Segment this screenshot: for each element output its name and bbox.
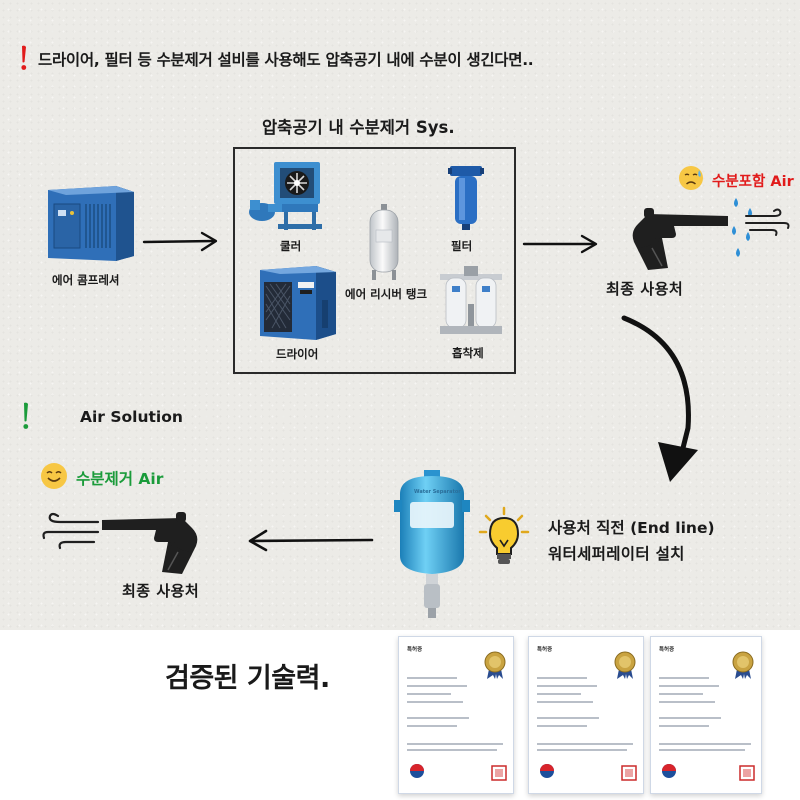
green-exclamation-icon bbox=[23, 402, 29, 429]
gold-seal-icon bbox=[732, 651, 754, 679]
wind-icon bbox=[42, 512, 100, 550]
cooler-label: 쿨러 bbox=[280, 239, 302, 253]
wet-air-badge: 수분포함 Air bbox=[712, 174, 794, 190]
gold-seal-icon bbox=[614, 651, 636, 679]
korea-emblem-icon bbox=[662, 764, 676, 778]
cert-heading: 특허증 bbox=[407, 647, 423, 653]
verified-technology-title: 검증된 기술력. bbox=[165, 663, 330, 694]
water-separator-label: Water Separator bbox=[414, 489, 461, 495]
curved-arrow-icon bbox=[621, 315, 698, 482]
red-stamp-icon bbox=[621, 765, 637, 781]
system-title: 압축공기 내 수분제거 Sys. bbox=[262, 118, 455, 137]
headline-text: 드라이어, 필터 등 수분제거 설비를 사용해도 압축공기 내에 수분이 생긴다… bbox=[38, 51, 534, 69]
dry-air-badge: 수분제거 Air bbox=[76, 470, 164, 488]
patent-certificate-1: 특허증 bbox=[398, 636, 514, 794]
spray-gun-icon bbox=[102, 512, 198, 574]
solution-line2: 워터세퍼레이터 설치 bbox=[548, 545, 685, 563]
dryer-image bbox=[260, 266, 336, 340]
cooler-image bbox=[249, 162, 322, 230]
arrow-left-icon bbox=[248, 529, 374, 552]
end-user-label-problem: 최종 사용처 bbox=[606, 280, 684, 298]
wind-icon bbox=[745, 208, 790, 236]
receiver-tank-image bbox=[369, 204, 399, 280]
water-drops-icon bbox=[732, 198, 752, 257]
water-separator-image bbox=[394, 470, 470, 618]
adsorber-image bbox=[440, 266, 502, 334]
light-bulb-icon bbox=[478, 506, 530, 564]
compressor-label: 에어 콤프레셔 bbox=[52, 273, 120, 287]
solution-line1: 사용처 직전 (End line) bbox=[548, 519, 715, 537]
end-user-label-solution: 최종 사용처 bbox=[122, 582, 200, 600]
cert-heading: 특허증 bbox=[537, 647, 553, 653]
air-compressor-image bbox=[48, 186, 134, 261]
filter-image bbox=[448, 166, 484, 230]
red-stamp-icon bbox=[491, 765, 507, 781]
solution-title: Air Solution bbox=[80, 408, 183, 426]
smiling-face-icon bbox=[41, 463, 67, 489]
filter-label: 필터 bbox=[451, 239, 473, 253]
spray-gun-icon bbox=[632, 208, 728, 270]
dryer-label: 드라이어 bbox=[276, 347, 319, 361]
gold-seal-icon bbox=[484, 651, 506, 679]
arrow-right-icon bbox=[142, 231, 218, 252]
patent-certificate-2: 특허증 bbox=[528, 636, 644, 794]
patent-certificate-3: 특허증 bbox=[650, 636, 762, 794]
arrow-right-icon bbox=[522, 234, 598, 254]
adsorber-label: 흡착제 bbox=[452, 346, 484, 360]
receiver-tank-label: 에어 리시버 탱크 bbox=[345, 287, 428, 301]
red-stamp-icon bbox=[739, 765, 755, 781]
korea-emblem-icon bbox=[540, 764, 554, 778]
red-exclamation-icon bbox=[21, 45, 27, 70]
korea-emblem-icon bbox=[410, 764, 424, 778]
system-box bbox=[233, 147, 516, 374]
cert-heading: 특허증 bbox=[659, 647, 675, 653]
sad-sweat-face-icon bbox=[679, 166, 703, 190]
